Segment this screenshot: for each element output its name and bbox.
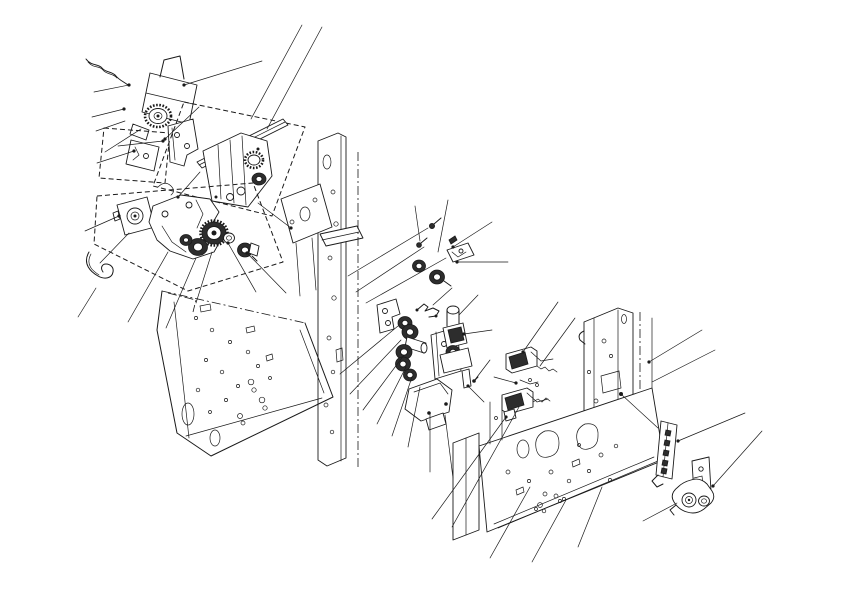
sensor-holder-dashed-box bbox=[98, 127, 171, 184]
drive-gearbox-unit bbox=[196, 118, 289, 208]
wire-link bbox=[415, 303, 440, 318]
solenoid-pair bbox=[501, 346, 558, 422]
bottom-right-frame-plate bbox=[452, 387, 665, 541]
roller-and-screw-cluster bbox=[412, 217, 475, 287]
mounting-bracket bbox=[157, 118, 199, 196]
wire-harness bbox=[85, 58, 130, 87]
drive-unit-dashed-box bbox=[152, 101, 306, 217]
harness-hook-wire bbox=[85, 251, 114, 279]
motor-assembly-dashed-box bbox=[93, 182, 284, 292]
guide-strip-bracket bbox=[651, 420, 678, 488]
small-motor-assembly bbox=[669, 456, 715, 516]
gear-train-cluster bbox=[376, 298, 479, 431]
leader-lines bbox=[77, 24, 763, 563]
center-frame-plate bbox=[156, 132, 364, 470]
sensor-bracket-assembly bbox=[85, 55, 198, 141]
main-motor-assembly bbox=[112, 194, 260, 262]
